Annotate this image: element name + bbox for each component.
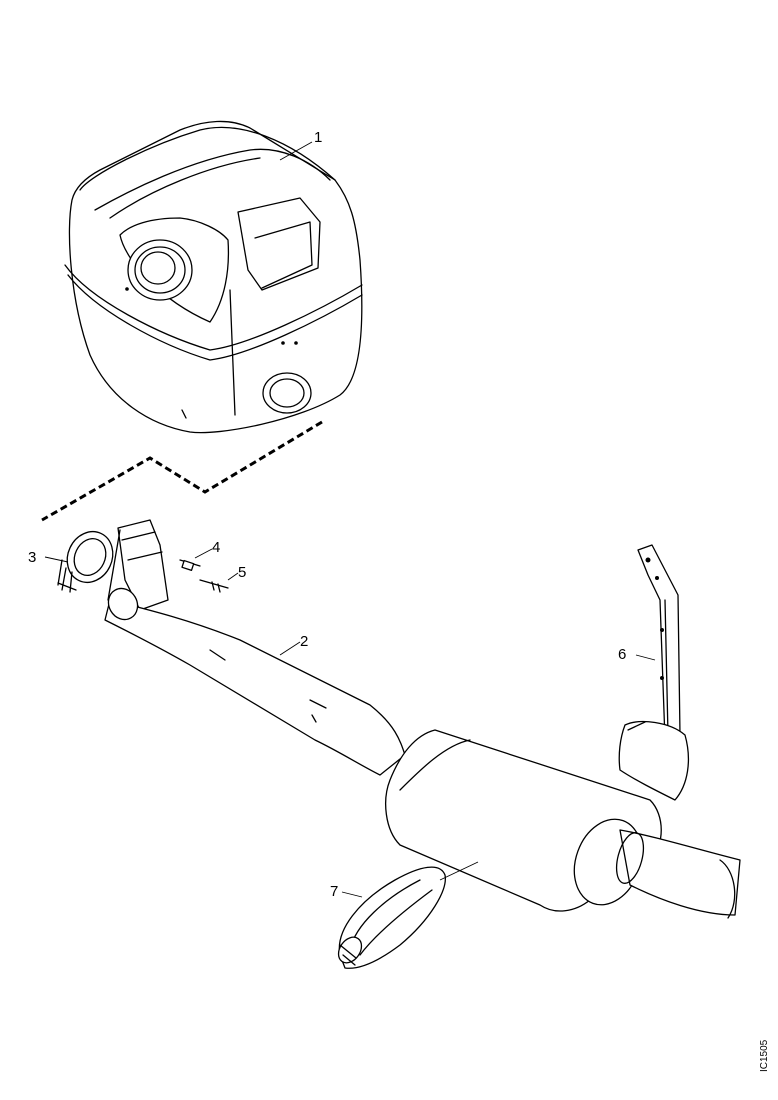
callout-4: 4 (212, 539, 220, 556)
callout-6: 6 (618, 646, 626, 663)
part-2-front-pipe-muffler: 2 (104, 587, 741, 919)
part-4-bolt: 4 (179, 539, 220, 571)
assembly-dashed-line (41, 420, 323, 522)
part-7-rubber-hanger: 7 (330, 861, 479, 969)
part-1-catalyst-box: 1 (64, 120, 363, 434)
part-6-rear-hanger: 6 (618, 544, 690, 801)
drawing-code-label: IC1505 (759, 1039, 770, 1072)
callout-2: 2 (300, 633, 308, 650)
callout-7: 7 (330, 883, 338, 900)
part-3-gasket-clamp: 3 (28, 531, 114, 593)
callout-1: 1 (314, 129, 322, 146)
callout-5: 5 (238, 564, 246, 581)
part-1-outlet-pipe (262, 372, 312, 414)
part-2-flange-bracket (107, 519, 169, 611)
part-5-nut: 5 (199, 564, 246, 593)
callout-3: 3 (28, 549, 36, 566)
part-1-inlet-pipe (127, 239, 193, 301)
